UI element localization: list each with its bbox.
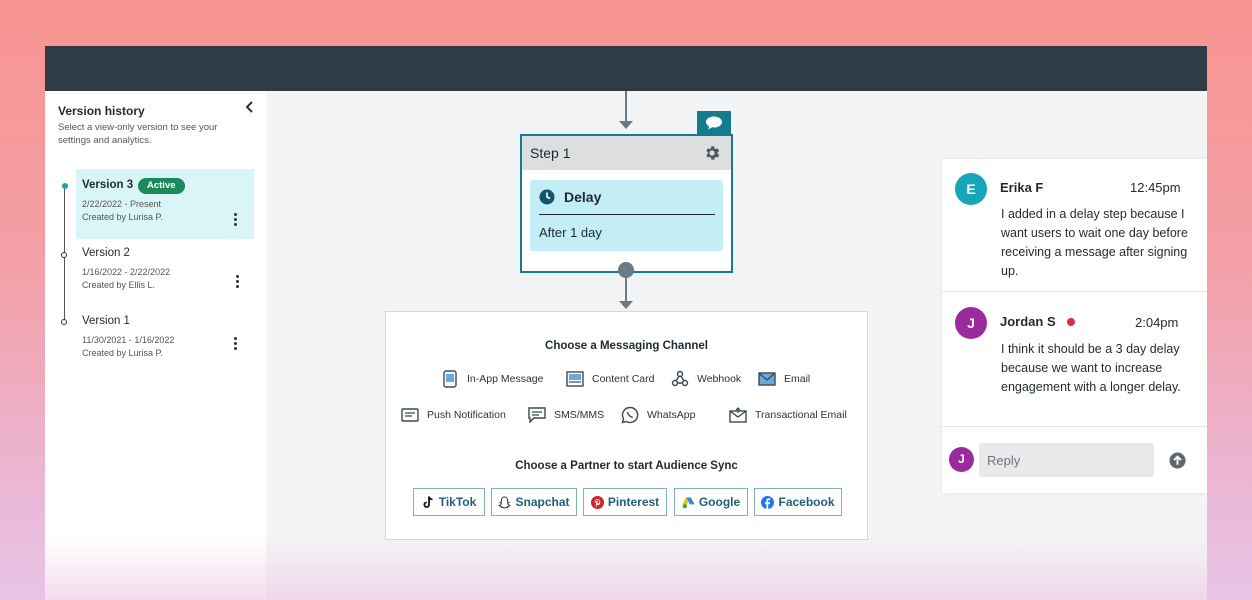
comment-divider <box>942 291 1207 292</box>
step-1-card[interactable]: Step 1 Delay After 1 day <box>520 134 733 273</box>
comment-text: I added in a delay step because I want u… <box>1001 207 1188 278</box>
channel-in-app-message[interactable]: In-App Message <box>441 369 543 389</box>
messaging-channel-heading: Choose a Messaging Channel <box>545 340 708 352</box>
channel-label: WhatsApp <box>647 409 696 421</box>
comments-panel: E Erika F 12:45pm I added in a delay ste… <box>942 159 1207 493</box>
channel-sms-mms[interactable]: SMS/MMS <box>528 405 604 425</box>
timeline-dot-active <box>62 183 68 189</box>
partner-snapchat-button[interactable]: Snapchat <box>491 488 577 516</box>
comment-author: Erika F <box>1000 180 1044 195</box>
version-author: Created by Ellis L. <box>82 280 156 290</box>
divider <box>539 214 715 215</box>
phone-message-icon <box>443 370 457 388</box>
delay-title: Delay <box>564 189 602 205</box>
content-card-icon <box>566 371 584 387</box>
send-arrow-icon[interactable] <box>1169 452 1186 469</box>
chevron-left-icon <box>245 101 253 113</box>
channel-label: In-App Message <box>467 373 544 385</box>
channel-transactional-email[interactable]: Transactional Email <box>729 405 847 425</box>
comment-text: I think it should be a 3 day delay becau… <box>1001 342 1181 394</box>
collapse-panel-button[interactable] <box>242 100 258 118</box>
version-name: Version 1 <box>82 315 130 327</box>
version-history-description: Select a view-only version to see your s… <box>58 122 218 146</box>
webhook-icon <box>671 370 689 387</box>
partner-sync-heading: Choose a Partner to start Audience Sync <box>515 460 738 472</box>
top-bar <box>45 46 1207 91</box>
version-author: Created by Lurisa P. <box>82 212 163 222</box>
speech-bubble-icon <box>706 116 722 130</box>
channel-push-notification[interactable]: Push Notification <box>401 405 506 425</box>
version-item-1[interactable]: Version 1 11/30/2021 - 1/16/2022 Created… <box>76 305 254 375</box>
channel-label: Content Card <box>592 373 655 385</box>
connector-line <box>625 276 627 301</box>
transactional-email-icon <box>729 407 747 423</box>
partner-label: Snapchat <box>515 495 570 509</box>
push-notification-icon <box>401 408 419 422</box>
version-history-title: Version history <box>58 104 145 118</box>
version-name: Version 3 <box>82 179 134 191</box>
version-item-2[interactable]: Version 2 1/16/2022 - 2/22/2022 Created … <box>76 237 254 307</box>
partner-label: TikTok <box>438 495 477 509</box>
gear-icon[interactable] <box>703 144 721 162</box>
comment-divider <box>942 426 1207 427</box>
channel-picker: Choose a Messaging Channel In-App Messag… <box>385 311 868 540</box>
partner-pinterest-button[interactable]: Pinterest <box>583 488 667 516</box>
comment-time: 12:45pm <box>1130 180 1181 195</box>
channel-label: Email <box>784 373 811 385</box>
partner-label: Google <box>698 495 741 509</box>
channel-label: Push Notification <box>427 409 506 421</box>
partner-label: Facebook <box>778 495 835 509</box>
comment-time: 2:04pm <box>1135 315 1179 330</box>
channel-label: Webhook <box>697 373 742 385</box>
channel-content-card[interactable]: Content Card <box>566 369 654 389</box>
delay-value: After 1 day <box>539 225 602 240</box>
delay-action-card[interactable]: Delay After 1 day <box>530 180 723 251</box>
email-icon <box>758 372 776 386</box>
google-icon <box>682 496 695 508</box>
version-dates: 2/22/2022 - Present <box>82 199 162 209</box>
connector-line <box>625 91 627 121</box>
version-dates: 1/16/2022 - 2/22/2022 <box>82 267 171 277</box>
step-header: Step 1 <box>522 136 731 170</box>
snapchat-icon <box>498 495 512 509</box>
facebook-icon <box>761 495 775 509</box>
partner-label: Pinterest <box>607 495 660 509</box>
version-3-menu-button[interactable] <box>231 213 239 227</box>
channel-label: Transactional Email <box>755 409 847 421</box>
sms-icon <box>528 407 546 423</box>
timeline-dot <box>61 252 67 258</box>
connector-node[interactable] <box>618 262 634 278</box>
whatsapp-icon <box>621 406 639 424</box>
version-item-3[interactable]: Version 3 Active 2/22/2022 - Present Cre… <box>76 169 254 239</box>
partner-tiktok-button[interactable]: TikTok <box>413 488 485 516</box>
timeline-dot <box>61 319 67 325</box>
version-name: Version 2 <box>82 247 130 259</box>
connector-arrow <box>619 301 633 309</box>
partner-google-button[interactable]: Google <box>674 488 748 516</box>
channel-webhook[interactable]: Webhook <box>671 369 741 389</box>
tiktok-icon <box>423 495 433 508</box>
avatar: E <box>955 173 987 205</box>
partner-facebook-button[interactable]: Facebook <box>754 488 842 516</box>
channel-email[interactable]: Email <box>758 369 810 389</box>
active-badge: Active <box>138 178 185 194</box>
reply-avatar: J <box>949 447 974 472</box>
channel-whatsapp[interactable]: WhatsApp <box>621 405 695 425</box>
version-2-menu-button[interactable] <box>231 337 239 351</box>
app-window: Version history Select a view-only versi… <box>45 46 1207 600</box>
step-title: Step 1 <box>530 145 571 161</box>
comment-flag-button[interactable] <box>697 111 731 135</box>
connector-arrow <box>619 121 633 129</box>
version-history-panel: Version history Select a view-only versi… <box>45 91 266 600</box>
comment-author: Jordan S <box>1000 314 1056 329</box>
version-author: Created by Lurisa P. <box>82 348 163 358</box>
channel-label: SMS/MMS <box>554 409 605 421</box>
version-dates: 11/30/2021 - 1/16/2022 <box>82 335 175 345</box>
online-status-dot <box>1067 318 1075 326</box>
pinterest-icon <box>590 495 604 509</box>
avatar: J <box>955 307 987 339</box>
clock-icon <box>539 189 555 205</box>
reply-input[interactable] <box>979 443 1154 477</box>
version-3-secondary-menu-button[interactable] <box>233 275 241 289</box>
